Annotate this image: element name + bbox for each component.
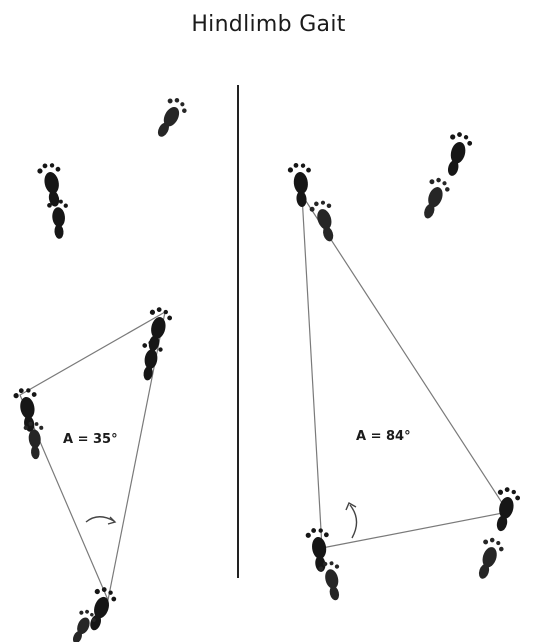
paw-print-left-top-2 [47,198,71,240]
paw-print-right-top-heel [308,197,342,244]
paw-print-right-top-vertex [287,161,315,208]
paw-print-right-top-2 [441,130,474,179]
right-stride-triangle [302,195,508,548]
paw-print-right-top-3 [417,175,452,222]
left-panel: A = 35° [12,94,190,642]
paw-print-left-top-1 [36,161,68,209]
paw-print-left-vertex-a [12,386,42,434]
right-angle-label: A = 84° [356,429,411,444]
paw-print-right-bottom-a [305,526,334,573]
paw-print-right-bottom-b2 [472,535,506,582]
right-angle-arrow [350,505,357,538]
left-angle-label: A = 35° [63,432,118,447]
left-stride-triangle [20,312,165,600]
paw-print-left-top-3 [151,94,190,142]
paw-print-left-vertex-a2 [23,421,46,461]
right-panel: A = 84° [287,130,522,602]
